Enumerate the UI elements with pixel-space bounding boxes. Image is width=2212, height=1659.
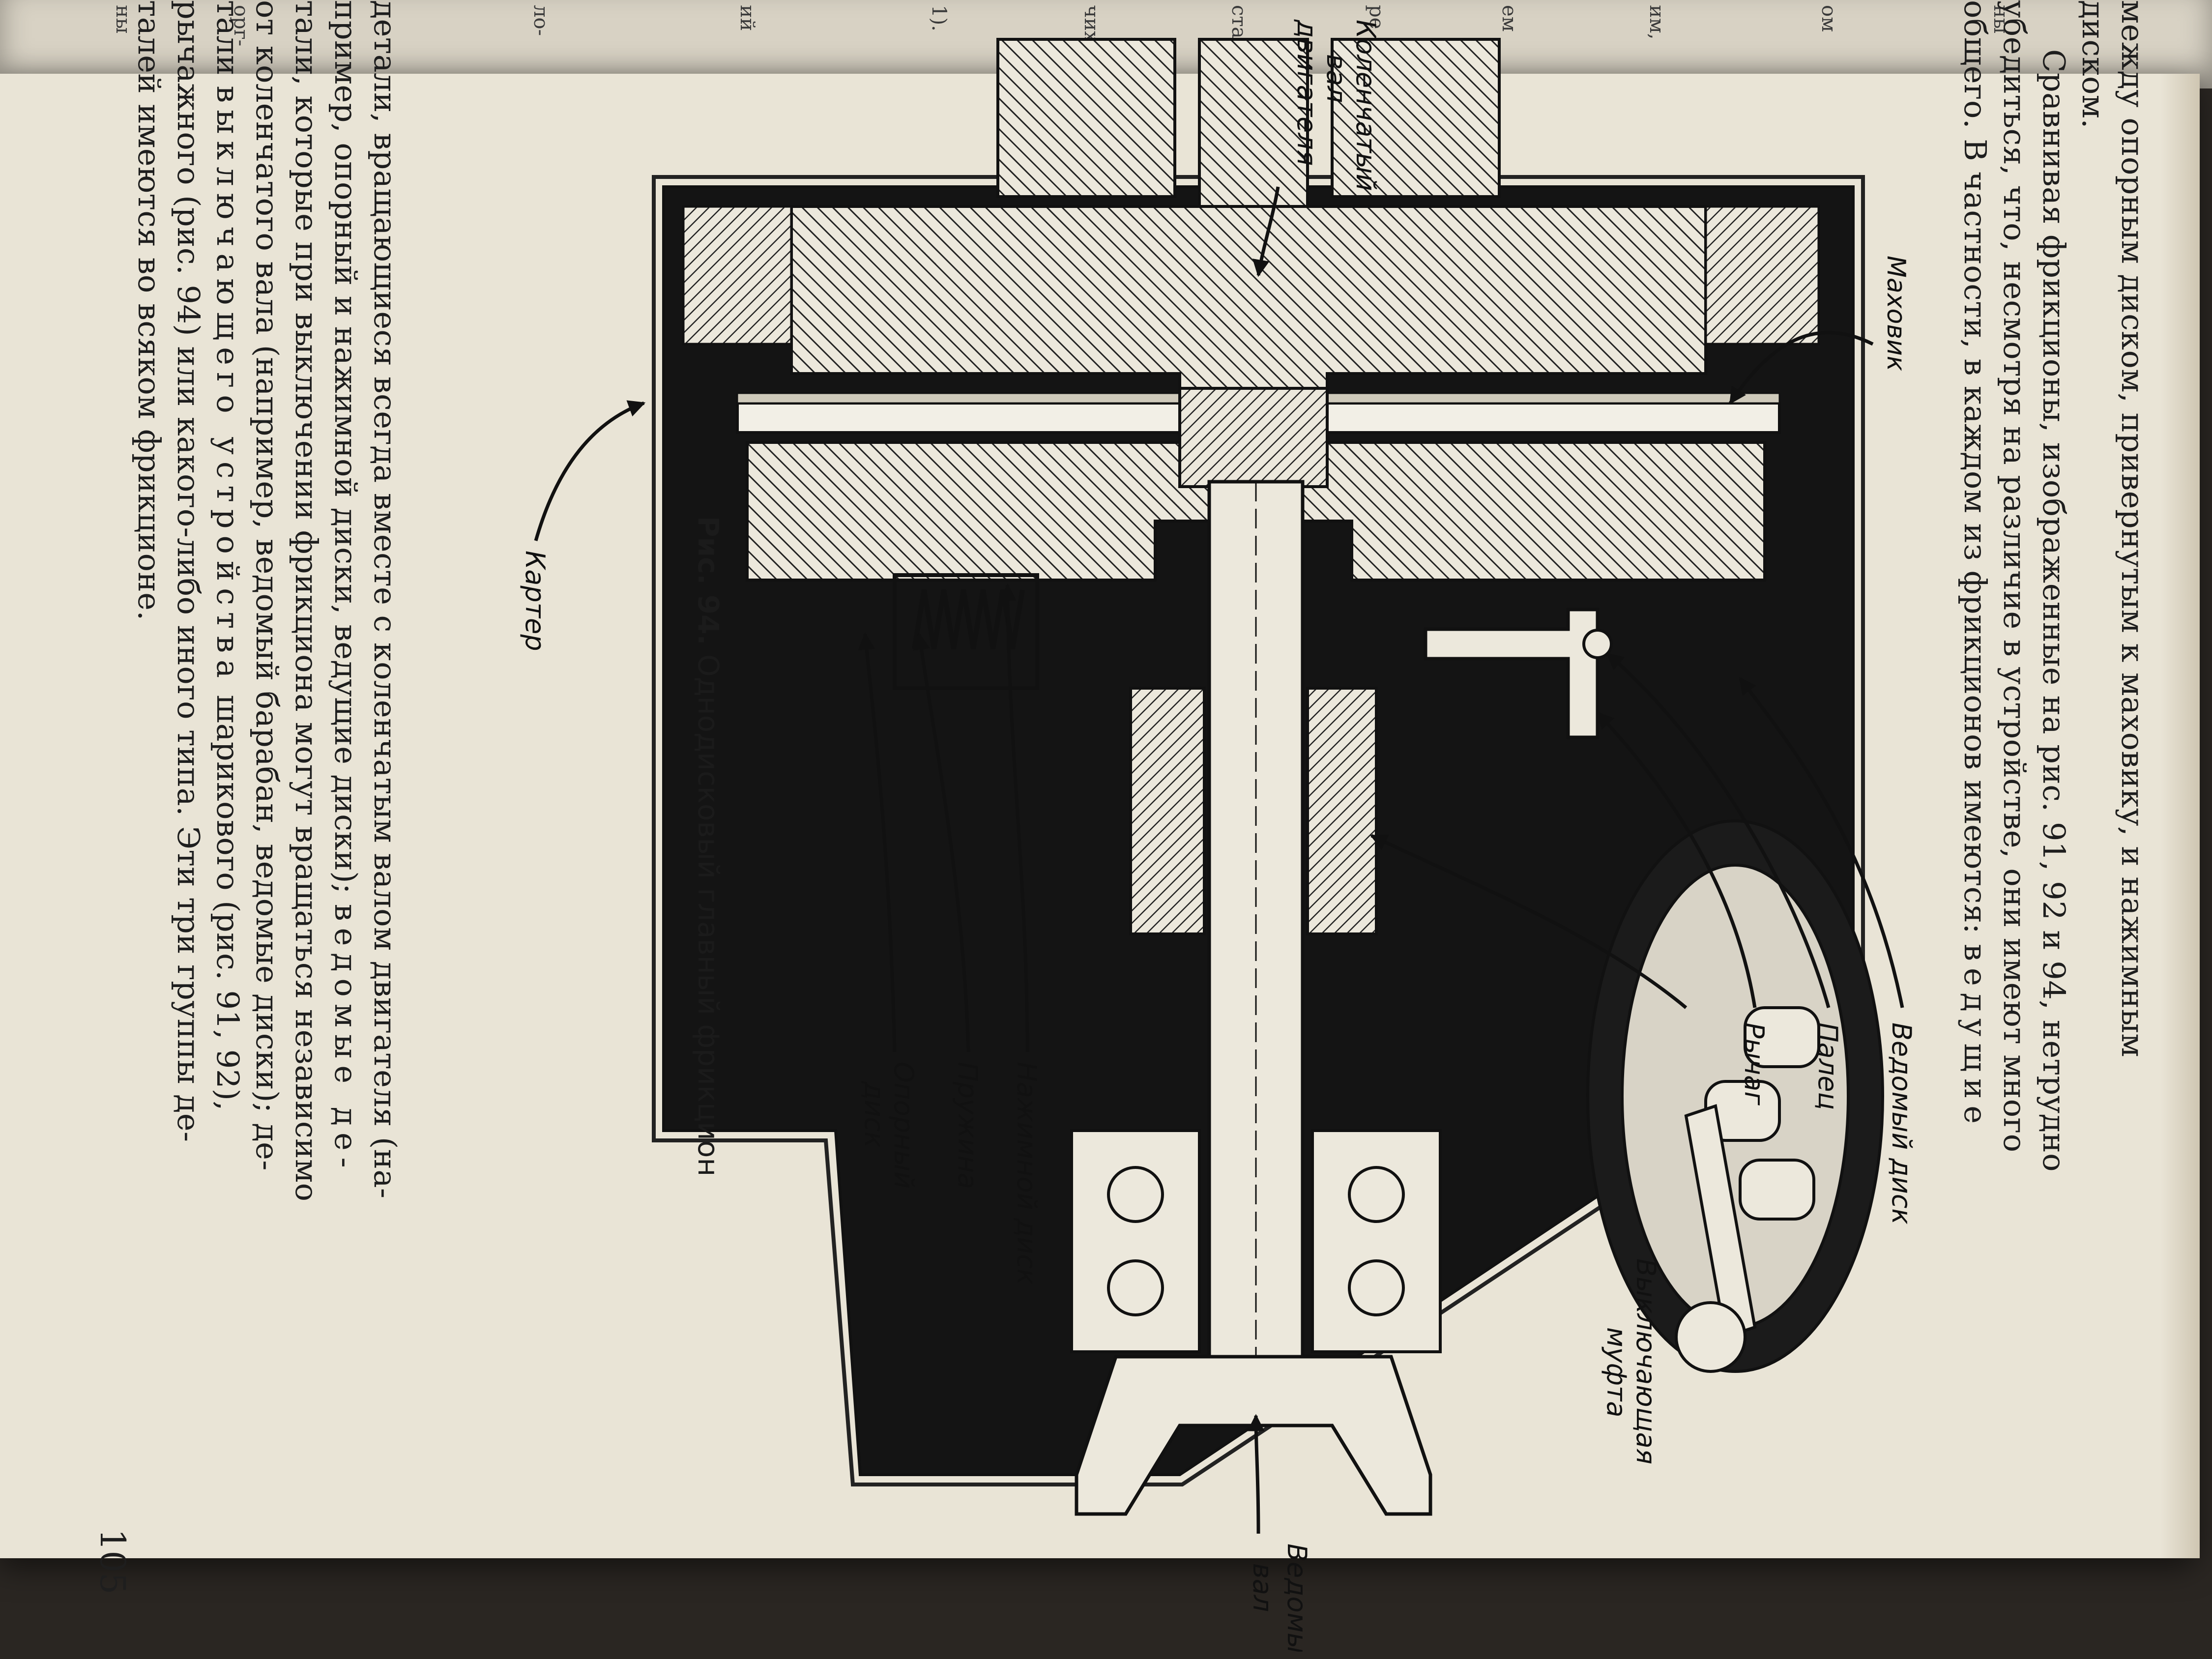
- label-crankshaft-line2: вал: [1321, 54, 1352, 103]
- label-support-disc-line2: диск: [859, 1081, 890, 1148]
- text-line: убедиться, что, несмотря на различие в у…: [1997, 0, 2033, 1153]
- prev-fragment: 1).: [928, 5, 950, 31]
- text-line: талей имеются во всяком фрикционе.: [131, 0, 167, 621]
- label-driven-shaft-line2: вал: [1247, 1563, 1278, 1612]
- figure-title: Однодисковый главный фрикцион: [692, 654, 725, 1177]
- lever-pin: [1582, 629, 1613, 659]
- label-driven-shaft-line1: Ведомый: [1281, 1543, 1312, 1652]
- label-release-sleeve-line2: муфта: [1601, 1327, 1632, 1417]
- label-flywheel: Маховик: [1881, 256, 1911, 372]
- prev-fragment: ем: [1498, 5, 1520, 32]
- text-line: диском.: [2075, 0, 2111, 129]
- spaced-term: ведомые де-: [328, 903, 364, 1175]
- output-flange: [1075, 1355, 1432, 1516]
- flywheel-section: [790, 205, 1707, 395]
- text-line: общего. В частности, в каждом из фрикцио…: [1957, 0, 1993, 1131]
- crankshaft-left-web: [1331, 38, 1501, 198]
- flywheel-rim-bottom: [682, 205, 793, 346]
- text-line: между опорным диском, привернутым к махо…: [2115, 0, 2151, 1058]
- prev-fragment: ре: [1365, 5, 1388, 29]
- spaced-term: выключающего устройства: [210, 86, 246, 685]
- label-lever: Рычаг: [1739, 1022, 1770, 1106]
- spaced-term: ведущие: [1957, 944, 1993, 1131]
- prev-fragment: ны: [1989, 5, 2012, 34]
- prev-fragment: орг-: [230, 5, 252, 47]
- page-edge-shadow: [2160, 74, 2200, 1558]
- text-line: детали, вращающиеся всегда вместе с коле…: [367, 0, 403, 1199]
- prev-fragment: чих: [1080, 5, 1103, 42]
- text-fragment: шарикового (рис. 91, 92),: [210, 695, 246, 1111]
- prev-fragment: ло-: [529, 5, 552, 36]
- text-fragment: тали: [210, 0, 246, 76]
- prev-fragment: ий: [736, 5, 758, 31]
- label-release-sleeve-line1: Выключающая: [1630, 1258, 1661, 1464]
- bearing-housing: [1070, 1129, 1442, 1353]
- prev-fragment: им,: [1645, 5, 1668, 40]
- text-line: Сравнивая фрикционы, изображенные на рис…: [2036, 49, 2072, 1172]
- label-crankshaft-line1: Коленчатый: [1350, 20, 1381, 191]
- text-line: тали выключающего устройства шарикового …: [210, 0, 246, 1111]
- text-fragment: общего. В частности, в каждом из фрикцио…: [1957, 0, 1993, 934]
- label-pin: Палец: [1812, 1022, 1843, 1110]
- figure-number: Рис. 94.: [692, 516, 725, 645]
- flywheel-rim-top: [1704, 205, 1820, 346]
- prev-fragment: ом: [1817, 5, 1840, 32]
- text-line: рычажного (рис. 94) или какого-либо иног…: [171, 0, 206, 1142]
- page-number: 105: [92, 1529, 133, 1595]
- text-line: от коленчатого вала (например, ведомый б…: [249, 0, 285, 1171]
- text-fragment: пример, опорный и нажимной диски, ведущи…: [328, 0, 364, 894]
- label-housing: Картер: [520, 551, 551, 651]
- crankshaft-right-web: [996, 38, 1176, 198]
- prev-fragment: ны: [112, 5, 134, 34]
- label-pressure-disc: Нажимной диск: [1011, 1062, 1042, 1285]
- label-crankshaft-line3: двигателя: [1291, 19, 1322, 166]
- inset-drawing: [1586, 819, 1884, 1373]
- release-lever: [1424, 608, 1600, 739]
- spring-cup: [893, 573, 1039, 690]
- leader-lines: [534, 186, 1904, 1534]
- label-driven-disc: Ведомый диск: [1886, 1022, 1917, 1224]
- release-sleeve: [1129, 687, 1378, 935]
- text-line: пример, опорный и нажимной диски, ведущи…: [328, 0, 364, 1175]
- text-line: тали, которые при выключении фрикциона м…: [289, 0, 324, 1202]
- label-support-disc-line1: Опорный: [888, 1062, 919, 1189]
- label-spring: Пружина: [952, 1062, 983, 1189]
- clutch-cross-section-figure: Маховик Коленчатый вал двигателя Ведомый…: [520, 19, 1917, 1652]
- driven-hub: [1178, 387, 1329, 488]
- figure-caption: Рис. 94. Однодисковый главный фрикцион: [692, 516, 725, 1176]
